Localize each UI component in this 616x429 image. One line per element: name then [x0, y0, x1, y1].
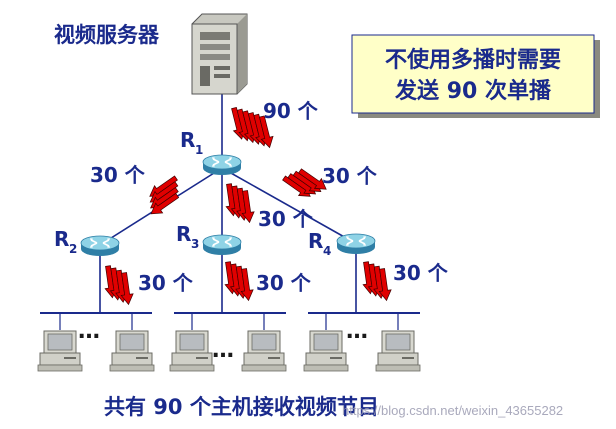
flow-label-r4-lan: 30 个: [393, 261, 449, 285]
server-label: 视频服务器: [54, 23, 160, 47]
computer-icon: [375, 330, 421, 372]
flow-label-r1-r2: 30 个: [90, 163, 146, 187]
router-icon: [202, 234, 242, 256]
arrow-bundle-icon: [222, 259, 254, 303]
callout-line1: 不使用多播时需要: [385, 47, 561, 73]
computer-icon: [169, 330, 215, 372]
router-label-r1: R 1: [180, 128, 203, 157]
bottom-caption: 共有 90 个主机接收视频节目: [104, 395, 379, 419]
lan-ellipsis: …: [346, 319, 368, 344]
svg-text:1: 1: [195, 143, 203, 157]
flow-label-server-r1: 90 个: [263, 99, 319, 123]
lan-ellipsis: …: [212, 338, 234, 363]
router-label-r2: R 2: [54, 227, 77, 256]
svg-text:4: 4: [323, 244, 331, 258]
router-icon: [336, 233, 376, 255]
computer-icon: [303, 330, 349, 372]
arrow-bundle-icon: [360, 259, 392, 303]
svg-text:3: 3: [191, 237, 199, 251]
router-label-r3: R 3: [176, 222, 199, 251]
svg-text:R: R: [308, 229, 323, 253]
flow-label-r3-lan: 30 个: [256, 271, 312, 295]
flow-label-r1-r3: 30 个: [258, 207, 314, 231]
arrow-bundle-icon: [223, 181, 255, 225]
svg-text:R: R: [54, 227, 69, 251]
arrow-bundle-icon: [102, 263, 134, 307]
computer-icon: [241, 330, 287, 372]
svg-text:R: R: [180, 128, 195, 152]
lan-segments: [40, 312, 420, 330]
arrow-bundle-icon: [139, 173, 188, 219]
svg-text:R: R: [176, 222, 191, 246]
flow-label-r2-lan: 30 个: [138, 271, 194, 295]
router-icon: [202, 154, 242, 176]
computer-icon: [109, 330, 155, 372]
router-icon: [80, 235, 120, 257]
computer-icon: [37, 330, 83, 372]
watermark: https://blog.csdn.net/weixin_43655282: [342, 403, 563, 418]
callout-line2: 发送 90 次单播: [394, 78, 552, 104]
link-lines: [99, 92, 357, 312]
callout-box: 不使用多播时需要 发送 90 次单播: [351, 34, 600, 118]
svg-text:2: 2: [69, 242, 77, 256]
router-label-r4: R 4: [308, 229, 331, 258]
server-tower-icon: [191, 13, 248, 95]
lan-ellipsis: …: [78, 319, 100, 344]
flow-label-r1-r4: 30 个: [322, 164, 378, 188]
